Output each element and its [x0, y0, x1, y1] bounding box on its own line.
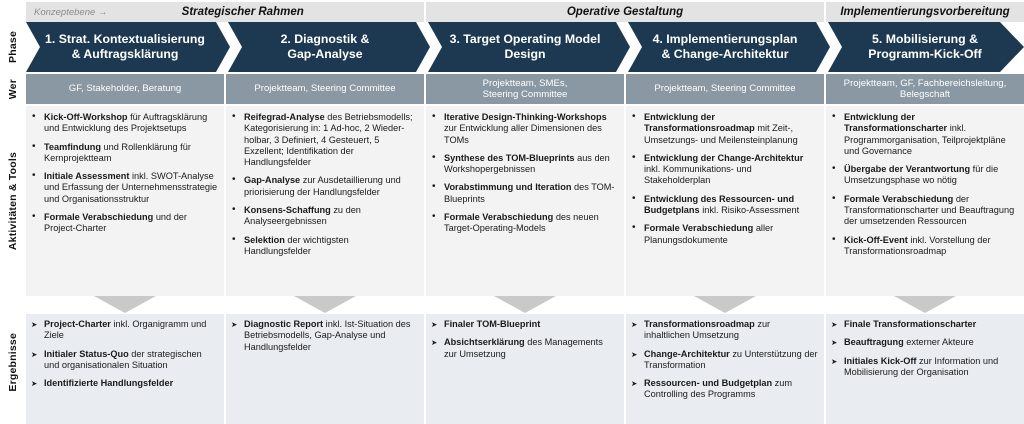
result-item: Transformationsroadmap zur inhaltlichen … [630, 319, 818, 342]
who-cell-1: GF, Stakeholder, Beratung [26, 74, 224, 104]
activity-item: Synthese des TOM-Blueprints aus den Work… [430, 152, 618, 176]
concept-group-title: Implementierungsvorbereitung [840, 6, 1010, 18]
funnel-arrow-icon-3 [494, 296, 556, 313]
phase-title-3[interactable]: 3. Target Operating Model Design [449, 32, 601, 61]
activity-item: Formale Verabschiedung aller Planungsdok… [630, 222, 818, 246]
activities-band: Kick-Off-Workshop für Auftragsklärung un… [26, 106, 1024, 296]
funnel-arrow-icon-4 [694, 296, 756, 313]
result-list: Finaler TOM-BlueprintAbsichtserklärung d… [430, 319, 618, 360]
result-item: Initiales Kick-Off zur Information und M… [830, 356, 1018, 379]
concept-group-title: Operative Gestaltung [566, 6, 684, 18]
activities-cell-4: Entwicklung der Transformationsroadmap m… [626, 106, 824, 296]
concept-band: Konzeptebene → Strategischer Rahmen Operat… [26, 2, 1024, 22]
result-item: Ressourcen- und Budgetplan zum Controlli… [630, 378, 818, 401]
activity-item: Initiale Assessment inkl. SWOT-Analyse u… [30, 170, 218, 205]
result-item: Change-Architektur zu Unterstützung der … [630, 349, 818, 372]
phase-title-5[interactable]: 5. Mobilisierung & Programm-Kick-Off [868, 32, 982, 61]
result-item: Absichtserklärung des Managements zur Um… [430, 337, 618, 360]
row-label-wer: Wer [0, 72, 26, 106]
concept-group-3: Implementierungsvorbereitung [826, 2, 1024, 22]
activity-item: Formale Verabschiedung und der Project-C… [30, 211, 218, 235]
concept-group-1: Konzeptebene → Strategischer Rahmen [26, 2, 424, 22]
activity-item: Formale Verabschiedung der Transformatio… [830, 193, 1018, 228]
activity-item: Übergabe der Verantwortung für die Umset… [830, 163, 1018, 187]
activity-item: Iterative Design-Thinking-Workshops zur … [430, 111, 618, 146]
phase-title-1[interactable]: 1. Strat. Kontextualisierung & Auftragsk… [45, 32, 205, 61]
activity-item: Selektion der wichtigsten Handlungsfelde… [230, 234, 418, 258]
results-band: Project-Charter inkl. Organigramm und Zi… [26, 314, 1024, 424]
activity-item: Kick-Off-Event inkl. Vorstellung der Tra… [830, 234, 1018, 258]
row-label-phase: Phase [0, 22, 26, 72]
funnel-arrow-icon-1 [94, 296, 156, 313]
row-label-results: Ergebnisse [0, 300, 26, 424]
result-list: Diagnostic Report inkl. Ist-Situation de… [230, 319, 418, 353]
activity-item: Kick-Off-Workshop für Auftragsklärung un… [30, 111, 218, 135]
phase-title-4[interactable]: 4. Implementierungsplan & Change-Archite… [652, 32, 798, 61]
result-list: Finale TransformationscharterBeauftragun… [830, 319, 1018, 378]
activity-item: Teamfindung und Rollenklärung für Kernpr… [30, 141, 218, 165]
activity-list: Entwicklung der Transformationscharter i… [830, 111, 1018, 258]
activity-item: Entwicklung der Transformationsroadmap m… [630, 111, 818, 146]
activities-cell-3: Iterative Design-Thinking-Workshops zur … [426, 106, 624, 296]
activity-item: Reifegrad-Analyse des Betriebsmodells; K… [230, 111, 418, 168]
phase-chevron-band: 1. Strat. Kontextualisierung & Auftragsk… [26, 22, 1024, 72]
activity-item: Gap-Analyse zur Ausdetaillierung und pri… [230, 175, 418, 198]
activity-list: Entwicklung der Transformationsroadmap m… [630, 111, 818, 246]
funnel-arrow-icon-5 [894, 296, 956, 313]
result-item: Beauftragung externer Akteure [830, 337, 1018, 349]
result-item: Identifizierte Handlungsfelder [30, 378, 218, 390]
concept-group-title: Strategischer Rahmen [181, 6, 304, 18]
result-item: Initialer Status-Quo der strategischen u… [30, 349, 218, 372]
result-item: Finaler TOM-Blueprint [430, 319, 618, 331]
activity-list: Kick-Off-Workshop für Auftragsklärung un… [30, 111, 218, 235]
who-cell-2: Projektteam, Steering Committee [226, 74, 424, 104]
who-cell-3: Projektteam, SMEs, Steering Committee [426, 74, 624, 104]
results-cell-4: Transformationsroadmap zur inhaltlichen … [626, 314, 824, 424]
results-cell-5: Finale TransformationscharterBeauftragun… [826, 314, 1024, 424]
row-label-phase-text: Phase [7, 31, 19, 63]
result-list: Project-Charter inkl. Organigramm und Zi… [30, 319, 218, 390]
activity-item: Formale Verabschiedung des neuen Target-… [430, 211, 618, 235]
activity-list: Reifegrad-Analyse des Betriebsmodells; K… [230, 111, 418, 258]
concept-level-label: Konzeptebene → [34, 6, 108, 18]
result-item: Finale Transformationscharter [830, 319, 1018, 331]
who-cell-4: Projektteam, Steering Committee [626, 74, 824, 104]
activities-cell-5: Entwicklung der Transformationscharter i… [826, 106, 1024, 296]
results-cell-3: Finaler TOM-BlueprintAbsichtserklärung d… [426, 314, 624, 424]
activities-cell-2: Reifegrad-Analyse des Betriebsmodells; K… [226, 106, 424, 296]
row-label-activities-text: Aktivitäten & Tools [7, 151, 19, 251]
activity-item: Konsens-Schaffung zu den Analyseergebnis… [230, 204, 418, 228]
activity-item: Entwicklung der Transformationscharter i… [830, 111, 1018, 157]
activity-item: Entwicklung des Ressourcen- und Budgetpl… [630, 193, 818, 217]
funnel-arrow-icon-2 [294, 296, 356, 313]
activity-item: Entwicklung der Change-Architektur inkl.… [630, 152, 818, 187]
activity-list: Iterative Design-Thinking-Workshops zur … [430, 111, 618, 235]
result-item: Project-Charter inkl. Organigramm und Zi… [30, 319, 218, 342]
phase-title-2[interactable]: 2. Diagnostik & Gap-Analyse [280, 32, 370, 61]
row-label-wer-text: Wer [7, 78, 19, 100]
row-label-activities: Aktivitäten & Tools [0, 106, 26, 296]
row-label-results-text: Ergebnisse [7, 332, 19, 392]
activities-cell-1: Kick-Off-Workshop für Auftragsklärung un… [26, 106, 224, 296]
activity-item: Vorabstimmung und Iteration des TOM-Blue… [430, 182, 618, 205]
result-item: Diagnostic Report inkl. Ist-Situation de… [230, 319, 418, 353]
results-cell-2: Diagnostic Report inkl. Ist-Situation de… [226, 314, 424, 424]
concept-group-2: Operative Gestaltung [426, 2, 824, 22]
result-list: Transformationsroadmap zur inhaltlichen … [630, 319, 818, 401]
results-cell-1: Project-Charter inkl. Organigramm und Zi… [26, 314, 224, 424]
who-cell-5: Projektteam, GF, Fachbereichsleitung, Be… [826, 74, 1024, 104]
